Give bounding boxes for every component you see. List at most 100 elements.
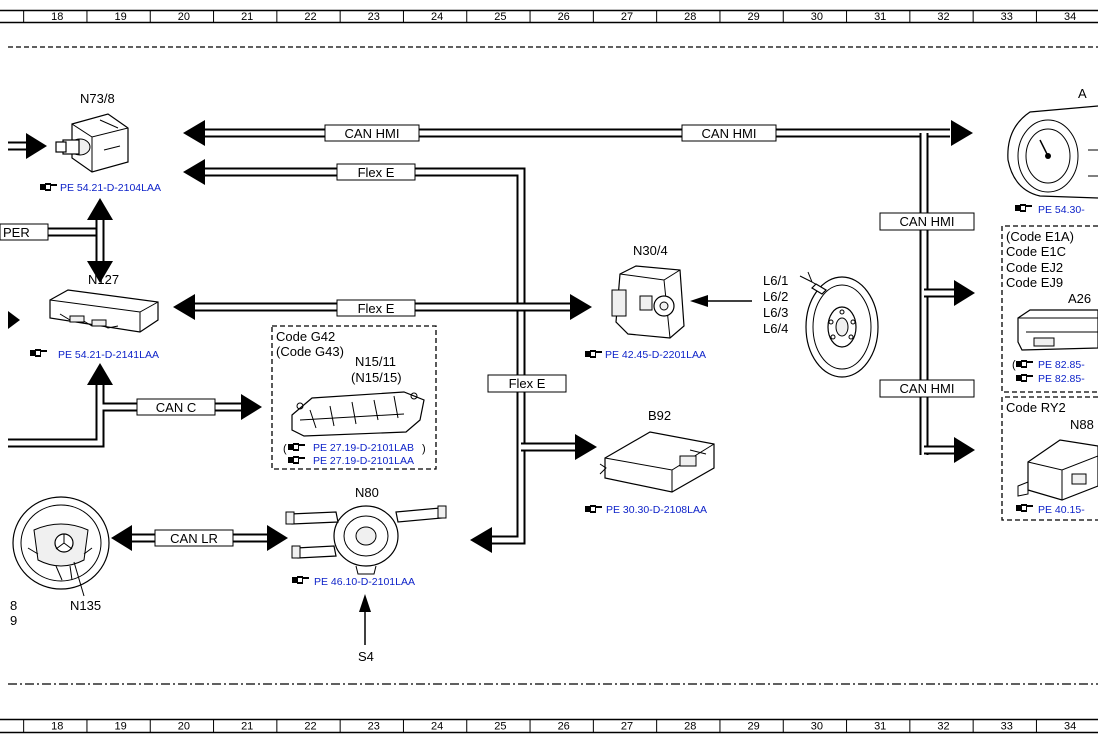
- top-ruler-number: 34: [1064, 11, 1076, 23]
- flex-e-label-3: Flex E: [509, 376, 546, 391]
- top-ruler-number: 25: [494, 11, 506, 23]
- arrow-heads: [8, 120, 975, 553]
- b92-sensor-module: B92 PE 30.30-D-2108LAA: [585, 408, 715, 516]
- n15-15-label: (N15/15): [351, 370, 402, 385]
- bottom-ruler-number: 33: [1001, 721, 1013, 733]
- svg-text:(: (: [283, 443, 287, 455]
- l6-1-label: L6/1: [763, 273, 788, 288]
- bus-tags: CAN HMI CAN HMI CAN HMI CAN HMI Flex E F…: [0, 124, 975, 547]
- can-c-label: CAN C: [156, 400, 196, 415]
- n127-module: N127 PE 54.21-D-2141LAA: [30, 272, 159, 361]
- n15-11-group: Code G42 (Code G43) N15/11 (N15/15) ( PE…: [271, 325, 437, 470]
- code-ej2: Code EJ2: [1006, 260, 1063, 275]
- s4-label: S4: [358, 649, 374, 664]
- top-ruler-number: 28: [684, 11, 696, 23]
- n127-label: N127: [88, 272, 119, 287]
- bottom-ruler-number: 34: [1064, 721, 1076, 733]
- left-partial-9: 9: [10, 613, 17, 628]
- l6-wheel-speed-sensors: L6/1 L6/2 L6/3 L6/4: [763, 271, 879, 378]
- code-g42: Code G42: [276, 329, 335, 344]
- a26-ref-1[interactable]: PE 82.85-: [1038, 359, 1085, 371]
- l6-2-label: L6/2: [763, 289, 788, 304]
- n80-ref[interactable]: PE 46.10-D-2101LAA: [314, 576, 415, 588]
- n127-ref[interactable]: PE 54.21-D-2141LAA: [58, 349, 159, 361]
- bottom-ruler-number: 29: [747, 721, 759, 733]
- a26-group: (Code E1A) Code E1C Code EJ2 Code EJ9 A2…: [1001, 225, 1098, 393]
- n88-ref[interactable]: PE 40.15-: [1038, 504, 1085, 516]
- a1-ref[interactable]: PE 54.30-: [1038, 204, 1085, 216]
- n30-4-ref[interactable]: PE 42.45-D-2201LAA: [605, 349, 706, 361]
- can-hmi-label-1: CAN HMI: [345, 126, 400, 141]
- bottom-ruler-number: 22: [304, 721, 316, 733]
- bottom-ruler-number: 25: [494, 721, 506, 733]
- bottom-ruler-number: 24: [431, 721, 443, 733]
- top-ruler-number: 21: [241, 11, 253, 23]
- n15-11-label: N15/11: [355, 354, 396, 369]
- top-ruler-number: 32: [937, 11, 949, 23]
- n88-group: Code RY2 N88 PE 40.15-: [1001, 396, 1098, 521]
- bottom-ruler-number: 27: [621, 721, 633, 733]
- can-hmi-label-2: CAN HMI: [702, 126, 757, 141]
- bottom-ruler: 18 19 20 21 22 23 24 25 26 27 28 29 30 31 32 33 34: [0, 718, 1098, 734]
- top-ruler-number: 23: [368, 11, 380, 23]
- n88-label: N88: [1070, 417, 1094, 432]
- flex-e-label-2: Flex E: [358, 301, 395, 316]
- n73-8-ignition-switch: N73/8 PE 54.21-D-2104LAA: [40, 91, 161, 194]
- top-ruler-number: 29: [747, 11, 759, 23]
- n73-8-label: N73/8: [80, 91, 115, 106]
- code-e1a: (Code E1A): [1006, 229, 1074, 244]
- bottom-ruler-number: 31: [874, 721, 886, 733]
- top-ruler-number: 27: [621, 11, 633, 23]
- b92-label: B92: [648, 408, 671, 423]
- bottom-ruler-number: 21: [241, 721, 253, 733]
- bottom-ruler-number: 19: [114, 721, 126, 733]
- n80-steering-column-module: N80 PE 46.10-D-2101LAA: [285, 485, 447, 588]
- bottom-ruler-number: 23: [368, 721, 380, 733]
- top-ruler-number: 19: [114, 11, 126, 23]
- top-ruler: 18 19 20 21 22 23 24 25 26 27 28 29 30 31 32 33 34: [0, 9, 1098, 24]
- bottom-ruler-number: 20: [178, 721, 190, 733]
- n15-11-ref-2[interactable]: PE 27.19-D-2101LAA: [313, 455, 414, 467]
- code-ry2: Code RY2: [1006, 400, 1066, 415]
- can-hmi-label-3: CAN HMI: [900, 214, 955, 229]
- can-lr-label: CAN LR: [170, 531, 218, 546]
- a26-label: A26: [1068, 291, 1091, 306]
- top-ruler-number: 18: [51, 11, 63, 23]
- svg-text:(: (: [1012, 359, 1016, 371]
- top-ruler-number: 33: [1001, 11, 1013, 23]
- bottom-ruler-number: 32: [937, 721, 949, 733]
- b92-ref[interactable]: PE 30.30-D-2108LAA: [606, 504, 707, 516]
- top-ruler-number: 22: [304, 11, 316, 23]
- l6-3-label: L6/3: [763, 305, 788, 320]
- n135-steering-wheel: N135: [12, 496, 110, 613]
- n135-label: N135: [70, 598, 101, 613]
- a1-instrument-cluster: A PE 54.30-: [1007, 86, 1098, 216]
- n30-4-esp-unit: N30/4 PE 42.45-D-2201LAA: [585, 243, 706, 361]
- a1-label: A: [1078, 86, 1087, 101]
- bottom-ruler-number: 26: [558, 721, 570, 733]
- code-ej9: Code EJ9: [1006, 275, 1063, 290]
- bottom-ruler-number: 18: [51, 721, 63, 733]
- top-ruler-number: 20: [178, 11, 190, 23]
- l6-4-label: L6/4: [763, 321, 788, 336]
- n15-11-ref-1[interactable]: PE 27.19-D-2101LAB: [313, 442, 414, 454]
- top-ruler-number: 30: [811, 11, 823, 23]
- n30-4-label: N30/4: [633, 243, 668, 258]
- top-ruler-number: 24: [431, 11, 443, 23]
- can-hmi-label-4: CAN HMI: [900, 381, 955, 396]
- svg-text:): ): [422, 443, 426, 455]
- a26-ref-2[interactable]: PE 82.85-: [1038, 373, 1085, 385]
- flex-e-label-1: Flex E: [358, 165, 395, 180]
- s4-signal-arrow: [359, 594, 371, 612]
- top-ruler-number: 26: [558, 11, 570, 23]
- per-label: PER: [3, 225, 30, 240]
- bottom-ruler-number: 28: [684, 721, 696, 733]
- code-e1c: Code E1C: [1006, 244, 1066, 259]
- n73-8-ref[interactable]: PE 54.21-D-2104LAA: [60, 182, 161, 194]
- left-partial-8: 8: [10, 598, 17, 613]
- bottom-ruler-number: 30: [811, 721, 823, 733]
- n80-label: N80: [355, 485, 379, 500]
- top-ruler-number: 31: [874, 11, 886, 23]
- code-g43: (Code G43): [276, 344, 344, 359]
